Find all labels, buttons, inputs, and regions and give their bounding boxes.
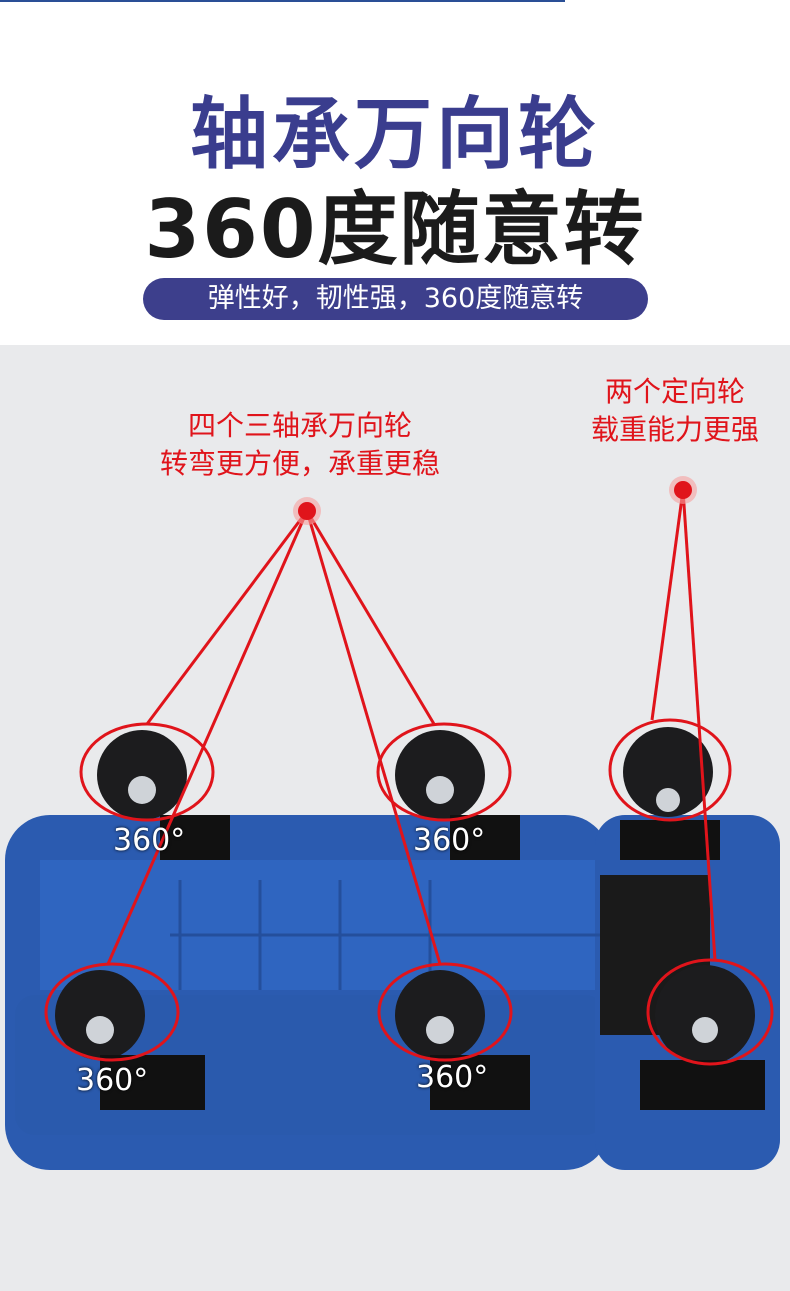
cart-illustration [5, 476, 780, 1170]
rotation-label: 360° [76, 1063, 149, 1098]
callout-fixed: 两个定向轮 载重能力更强 [570, 373, 780, 449]
callout-swivel-line2: 转弯更方便，承重更稳 [159, 447, 440, 480]
rotation-label: 360° [113, 823, 186, 858]
swivel-wheel [97, 730, 230, 860]
headline-primary: 轴承万向轮 [189, 90, 600, 180]
tagline-pill: 弹性好，韧性强，360度随意转 [143, 278, 648, 320]
fixed-wheel [640, 965, 765, 1110]
swivel-wheel [55, 970, 205, 1110]
top-edge-strip [0, 0, 565, 2]
callout-swivel-line1: 四个三轴承万向轮 [187, 409, 412, 442]
callout-fixed-line2: 载重能力更强 [590, 413, 759, 446]
swivel-wheel [395, 970, 530, 1110]
callout-fixed-line1: 两个定向轮 [604, 375, 745, 408]
fixed-wheel [620, 727, 720, 860]
swivel-wheel [395, 730, 520, 860]
headline-secondary: 360度随意转 [144, 183, 646, 276]
callout-swivel: 四个三轴承万向轮 转弯更方便，承重更稳 [120, 407, 480, 483]
product-scene: 四个三轴承万向轮 转弯更方便，承重更稳 两个定向轮 载重能力更强 360° 36… [0, 345, 790, 1291]
rotation-label: 360° [416, 1060, 489, 1095]
rotation-label: 360° [413, 823, 486, 858]
